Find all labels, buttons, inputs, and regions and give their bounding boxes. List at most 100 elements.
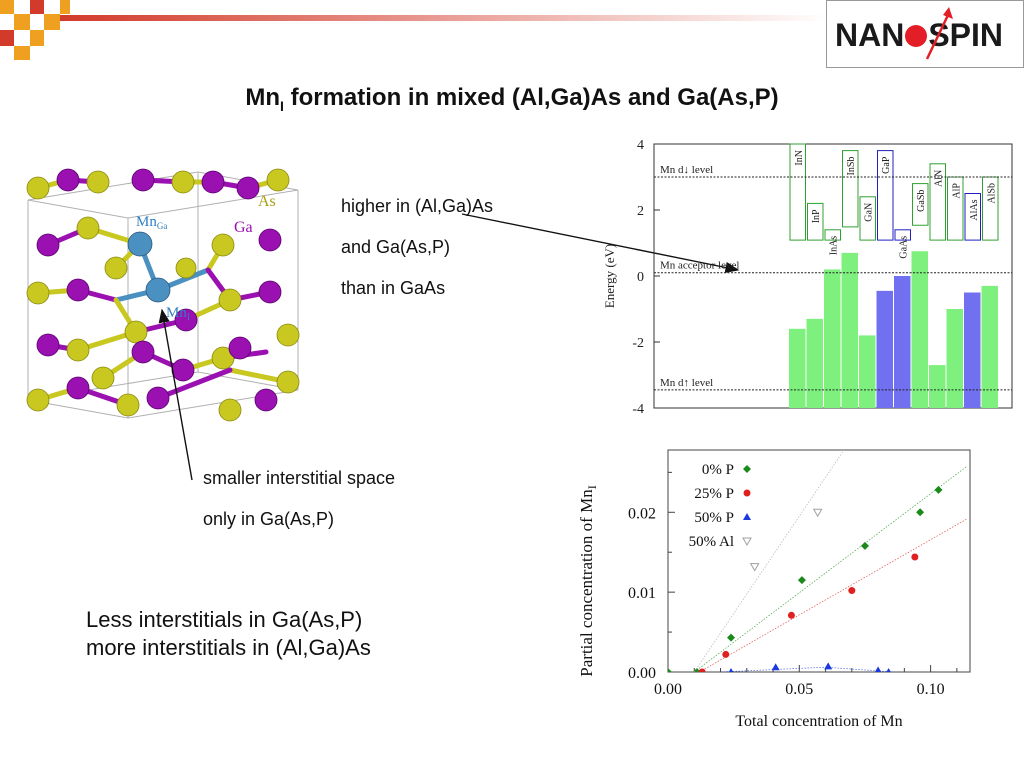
header-square [30, 30, 44, 46]
mn-i-label: MnI [166, 305, 190, 322]
header-square [14, 14, 30, 30]
as-label: As [258, 193, 276, 210]
x-tick-label: 0.00 [654, 681, 682, 698]
annotation-higher: higher in (Al,Ga)As and Ga(As,P) than in… [341, 186, 493, 309]
category-label: AlAs [969, 199, 980, 220]
data-point [727, 633, 736, 642]
data-point [787, 611, 795, 619]
annotation-higher-line: and Ga(As,P) [341, 237, 451, 257]
data-point [886, 668, 891, 672]
data-point [771, 663, 780, 671]
legend-marker [743, 489, 751, 497]
bar-InN [789, 328, 806, 408]
header-square [0, 30, 14, 46]
band-box [859, 196, 876, 241]
annotation-higher-line: higher in (Al,Ga)As [341, 196, 494, 216]
x-tick-label: 0.10 [917, 681, 945, 698]
band-box [789, 143, 806, 241]
data-point [934, 485, 943, 494]
data-point [860, 541, 869, 550]
logo-text-right: SPIN [928, 17, 1004, 53]
category-label: InAs [829, 236, 840, 256]
header-gradient-bar [60, 15, 830, 21]
bar-InAs [824, 269, 841, 408]
header-square [0, 0, 14, 14]
category-label: AlP [951, 183, 962, 199]
data-point [824, 662, 833, 670]
crystal-structure-illustration: MnGa MnI As Ga [26, 168, 300, 422]
conclusion-line: Less interstitials in Ga(As,P) [86, 607, 363, 632]
legend-label: 50% P [694, 510, 734, 526]
fit-line [699, 518, 968, 672]
reference-line-label: Mn acceptor level [660, 260, 739, 272]
data-point [874, 666, 882, 672]
band-box [842, 150, 859, 228]
series-3 [693, 450, 845, 672]
slide-title: MnI formation in mixed (Al,Ga)As and Ga(… [0, 84, 1024, 114]
data-point [698, 668, 706, 672]
category-label: GaSb [916, 190, 927, 212]
title-subscript: I [280, 97, 284, 114]
data-point [722, 650, 730, 658]
arsenic-atoms [26, 168, 300, 422]
category-label: GaP [881, 156, 892, 174]
category-label: AlN [934, 170, 945, 187]
conclusion-text: Less interstitials in Ga(As,P) more inte… [86, 606, 371, 662]
annotation-smaller-line: only in Ga(As,P) [203, 509, 335, 529]
data-point [728, 668, 734, 672]
logo-spin-arrow-icon [925, 7, 953, 60]
y-tick-label: 0.02 [628, 505, 656, 522]
series-0 [668, 465, 968, 672]
y-tick-label: 0 [637, 270, 644, 285]
y-axis-label: Energy (eV) [602, 244, 617, 308]
legend-marker [743, 465, 751, 473]
data-point [911, 553, 919, 561]
ga-label: Ga [234, 219, 253, 236]
series-2 [720, 662, 894, 672]
category-label: InSb [846, 157, 857, 176]
category-label: AlSb [986, 183, 997, 204]
bar-AlAs [964, 292, 981, 408]
y-tick-label: 4 [637, 138, 644, 153]
header-decoration [0, 0, 830, 60]
data-point [797, 576, 806, 585]
y-tick-label: -2 [632, 336, 644, 351]
annotation-higher-line: than in GaAs [341, 278, 446, 298]
mn-ga-label: MnGa [136, 214, 167, 231]
header-square [44, 14, 60, 30]
band-box [964, 193, 981, 241]
x-axis-label: Total concentration of Mn [735, 713, 902, 730]
data-point [668, 668, 672, 672]
reference-line-label: Mn d↓ level [660, 164, 713, 176]
y-tick-label: 0.01 [628, 585, 656, 602]
band-box [877, 150, 894, 241]
mn-ga-atom [127, 231, 153, 257]
reference-line-label: Mn d↑ level [660, 377, 713, 389]
legend-label: 50% Al [689, 534, 734, 550]
fit-line [693, 450, 845, 672]
band-box [894, 229, 911, 241]
category-label: GaN [864, 203, 875, 222]
y-tick-label: 2 [637, 204, 644, 219]
data-point [916, 508, 925, 517]
series-1 [698, 518, 968, 672]
band-box [929, 163, 946, 241]
legend-label: 25% P [694, 486, 734, 502]
conclusion-line: more interstitials in (Al,Ga)As [86, 635, 371, 660]
fit-line [694, 465, 968, 672]
title-rest: formation in mixed (Al,Ga)As and Ga(As,P… [283, 84, 779, 111]
bar-AlSb [981, 285, 998, 408]
y-axis-label: Partial concentration of MnI [577, 485, 599, 676]
bar-GaP [876, 290, 893, 408]
data-point [812, 508, 823, 518]
annotation-smaller: smaller interstitial space only in Ga(As… [203, 458, 395, 540]
logo-spin-ball-icon [905, 25, 928, 47]
header-square [60, 0, 70, 14]
bar-AlN [929, 365, 946, 408]
x-tick-label: 0.05 [785, 681, 813, 698]
bar-InSb [841, 252, 858, 408]
